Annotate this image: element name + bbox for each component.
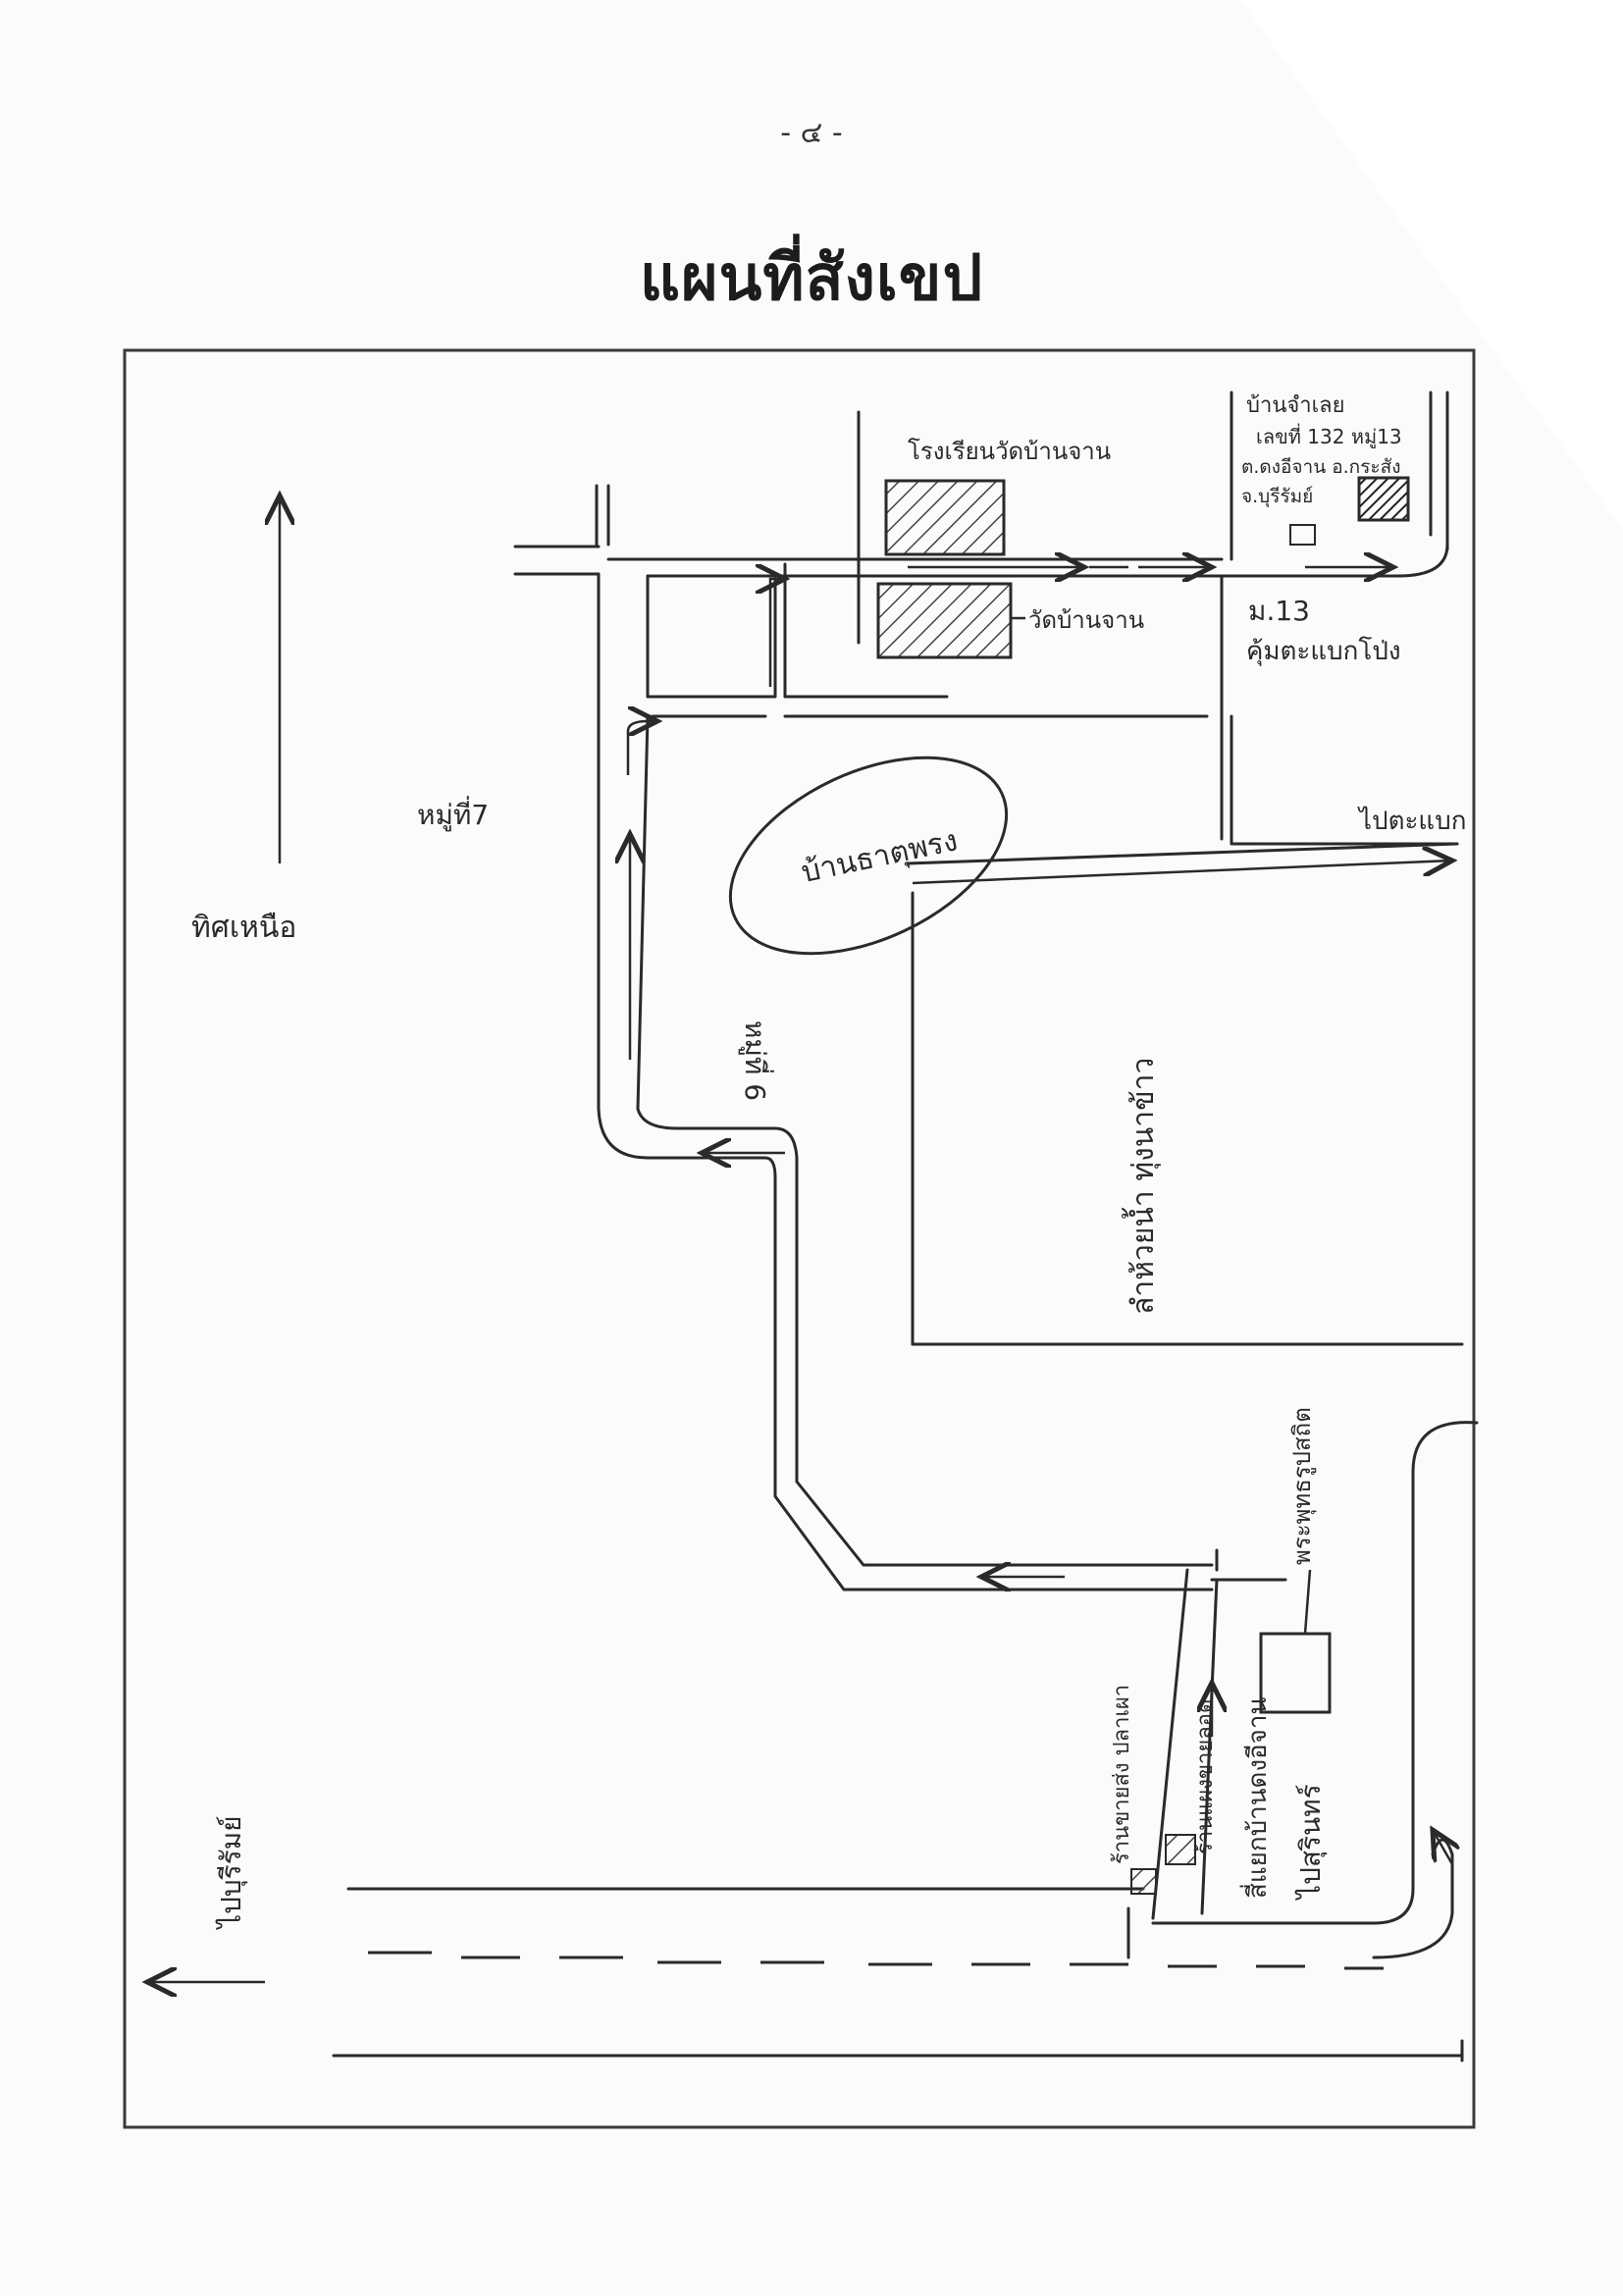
route-arrows: [147, 496, 1452, 1982]
label-north: ทิศเหนือ: [191, 911, 296, 945]
house-flag: [1289, 524, 1316, 546]
label-field: ลำห้วยน้ำ ทุ่งนาข้าว: [1122, 1058, 1162, 1315]
map-title: แผนที่สังเขป: [639, 242, 984, 315]
label-moo6: หมู่ที่ 6: [738, 1020, 774, 1101]
label-junction: สี่แยกบ้านดงอีจาน: [1239, 1696, 1273, 1899]
highway-center-dashes: [368, 1951, 1384, 1970]
temple-building: [876, 582, 1013, 659]
roads: [332, 391, 1479, 2062]
map-frame: [123, 348, 1476, 2129]
label-moo7: หมู่ที่7: [417, 796, 489, 832]
village-circle: [728, 756, 1009, 956]
label-shop-b: ร้านแผงขายลอด: [1193, 1699, 1218, 1854]
label-school: โรงเรียนวัดบ้านจาน: [908, 438, 1111, 465]
defendant-house: [1357, 476, 1410, 522]
shop-building-a: [1165, 1834, 1196, 1865]
label-temple: วัดบ้านจาน: [1028, 606, 1144, 634]
label-to-right: ไปตะแบก: [1357, 806, 1466, 836]
label-moo13-2: คุ้มตะแบกโป่ง: [1246, 636, 1401, 666]
school-building: [884, 479, 1006, 556]
label-moo13-1: ม.13: [1248, 595, 1310, 627]
label-house-4: จ.บุรีรัมย์: [1241, 486, 1313, 508]
label-shop-a: ร้านขายส่ง ปลาเผา: [1110, 1685, 1134, 1864]
label-to-buriram: ไปบุรีรัมย์: [215, 1815, 248, 1930]
label-police-box: พระพุทธรูปสถิต: [1288, 1407, 1317, 1565]
label-house-2: เลขที่ 132 หมู่13: [1256, 423, 1402, 449]
label-to-surin: ไปสุรินทร์: [1294, 1784, 1328, 1901]
label-house-3: ต.ดงอีจาน อ.กระสัง: [1241, 456, 1400, 478]
shop-building-b: [1130, 1868, 1157, 1895]
page-number: - ๔ -: [780, 116, 843, 150]
police-box-building: [1259, 1632, 1332, 1714]
label-pointers: [1011, 616, 1312, 1635]
label-house-1: บ้านจำเลย: [1246, 393, 1345, 418]
